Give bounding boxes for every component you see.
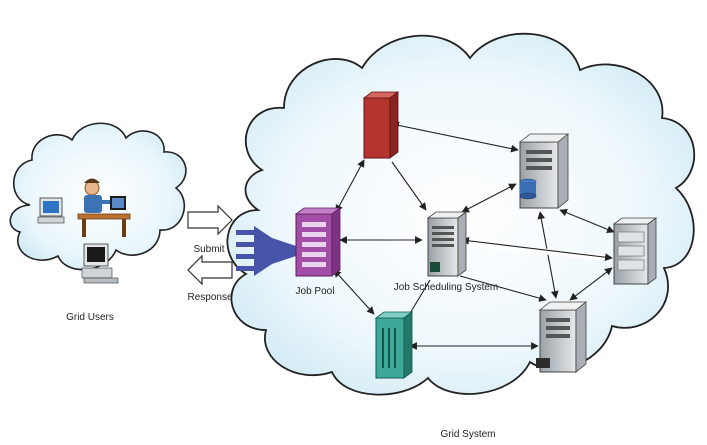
hollow-arrow-icon [187,204,233,236]
link-top-right-to-right [559,209,615,233]
job-pool-server-icon [294,207,342,277]
grid-system-label: Grid System [440,429,495,440]
rack-server-icon [612,217,658,285]
link-red-to-jobpool [335,159,365,213]
person-at-desk-icon [77,178,131,237]
job-scheduler-server-icon [426,211,468,277]
database-server-icon [518,133,570,209]
submit-arrow: Submit [187,204,233,255]
job-scheduling-system-label: Job Scheduling System [394,282,499,293]
red-server-icon [362,91,400,159]
grid-users-label: Grid Users [66,312,114,323]
link-red-to-top-right [391,121,519,153]
link-right-to-bottom-right [569,267,613,301]
grid-users-cloud: Grid Users [9,122,187,323]
response-arrow: Response [187,254,233,303]
response-label: Response [187,292,232,303]
computer-icon [81,243,119,284]
teal-server-icon [374,311,414,379]
server-icon [536,301,588,373]
link-jobpool-to-teal [333,269,375,315]
job-pool-label: Job Pool [296,286,335,297]
link-red-to-scheduler [391,161,427,211]
computer-icon [37,197,65,224]
hollow-arrow-icon [187,254,233,286]
link-scheduler-to-bottom-right [459,275,547,302]
funnel-icon [236,226,296,276]
submit-label: Submit [193,244,224,255]
database-icon [519,178,537,200]
link-scheduler-to-top-right [461,183,517,213]
link-scheduler-right-front [461,237,613,261]
